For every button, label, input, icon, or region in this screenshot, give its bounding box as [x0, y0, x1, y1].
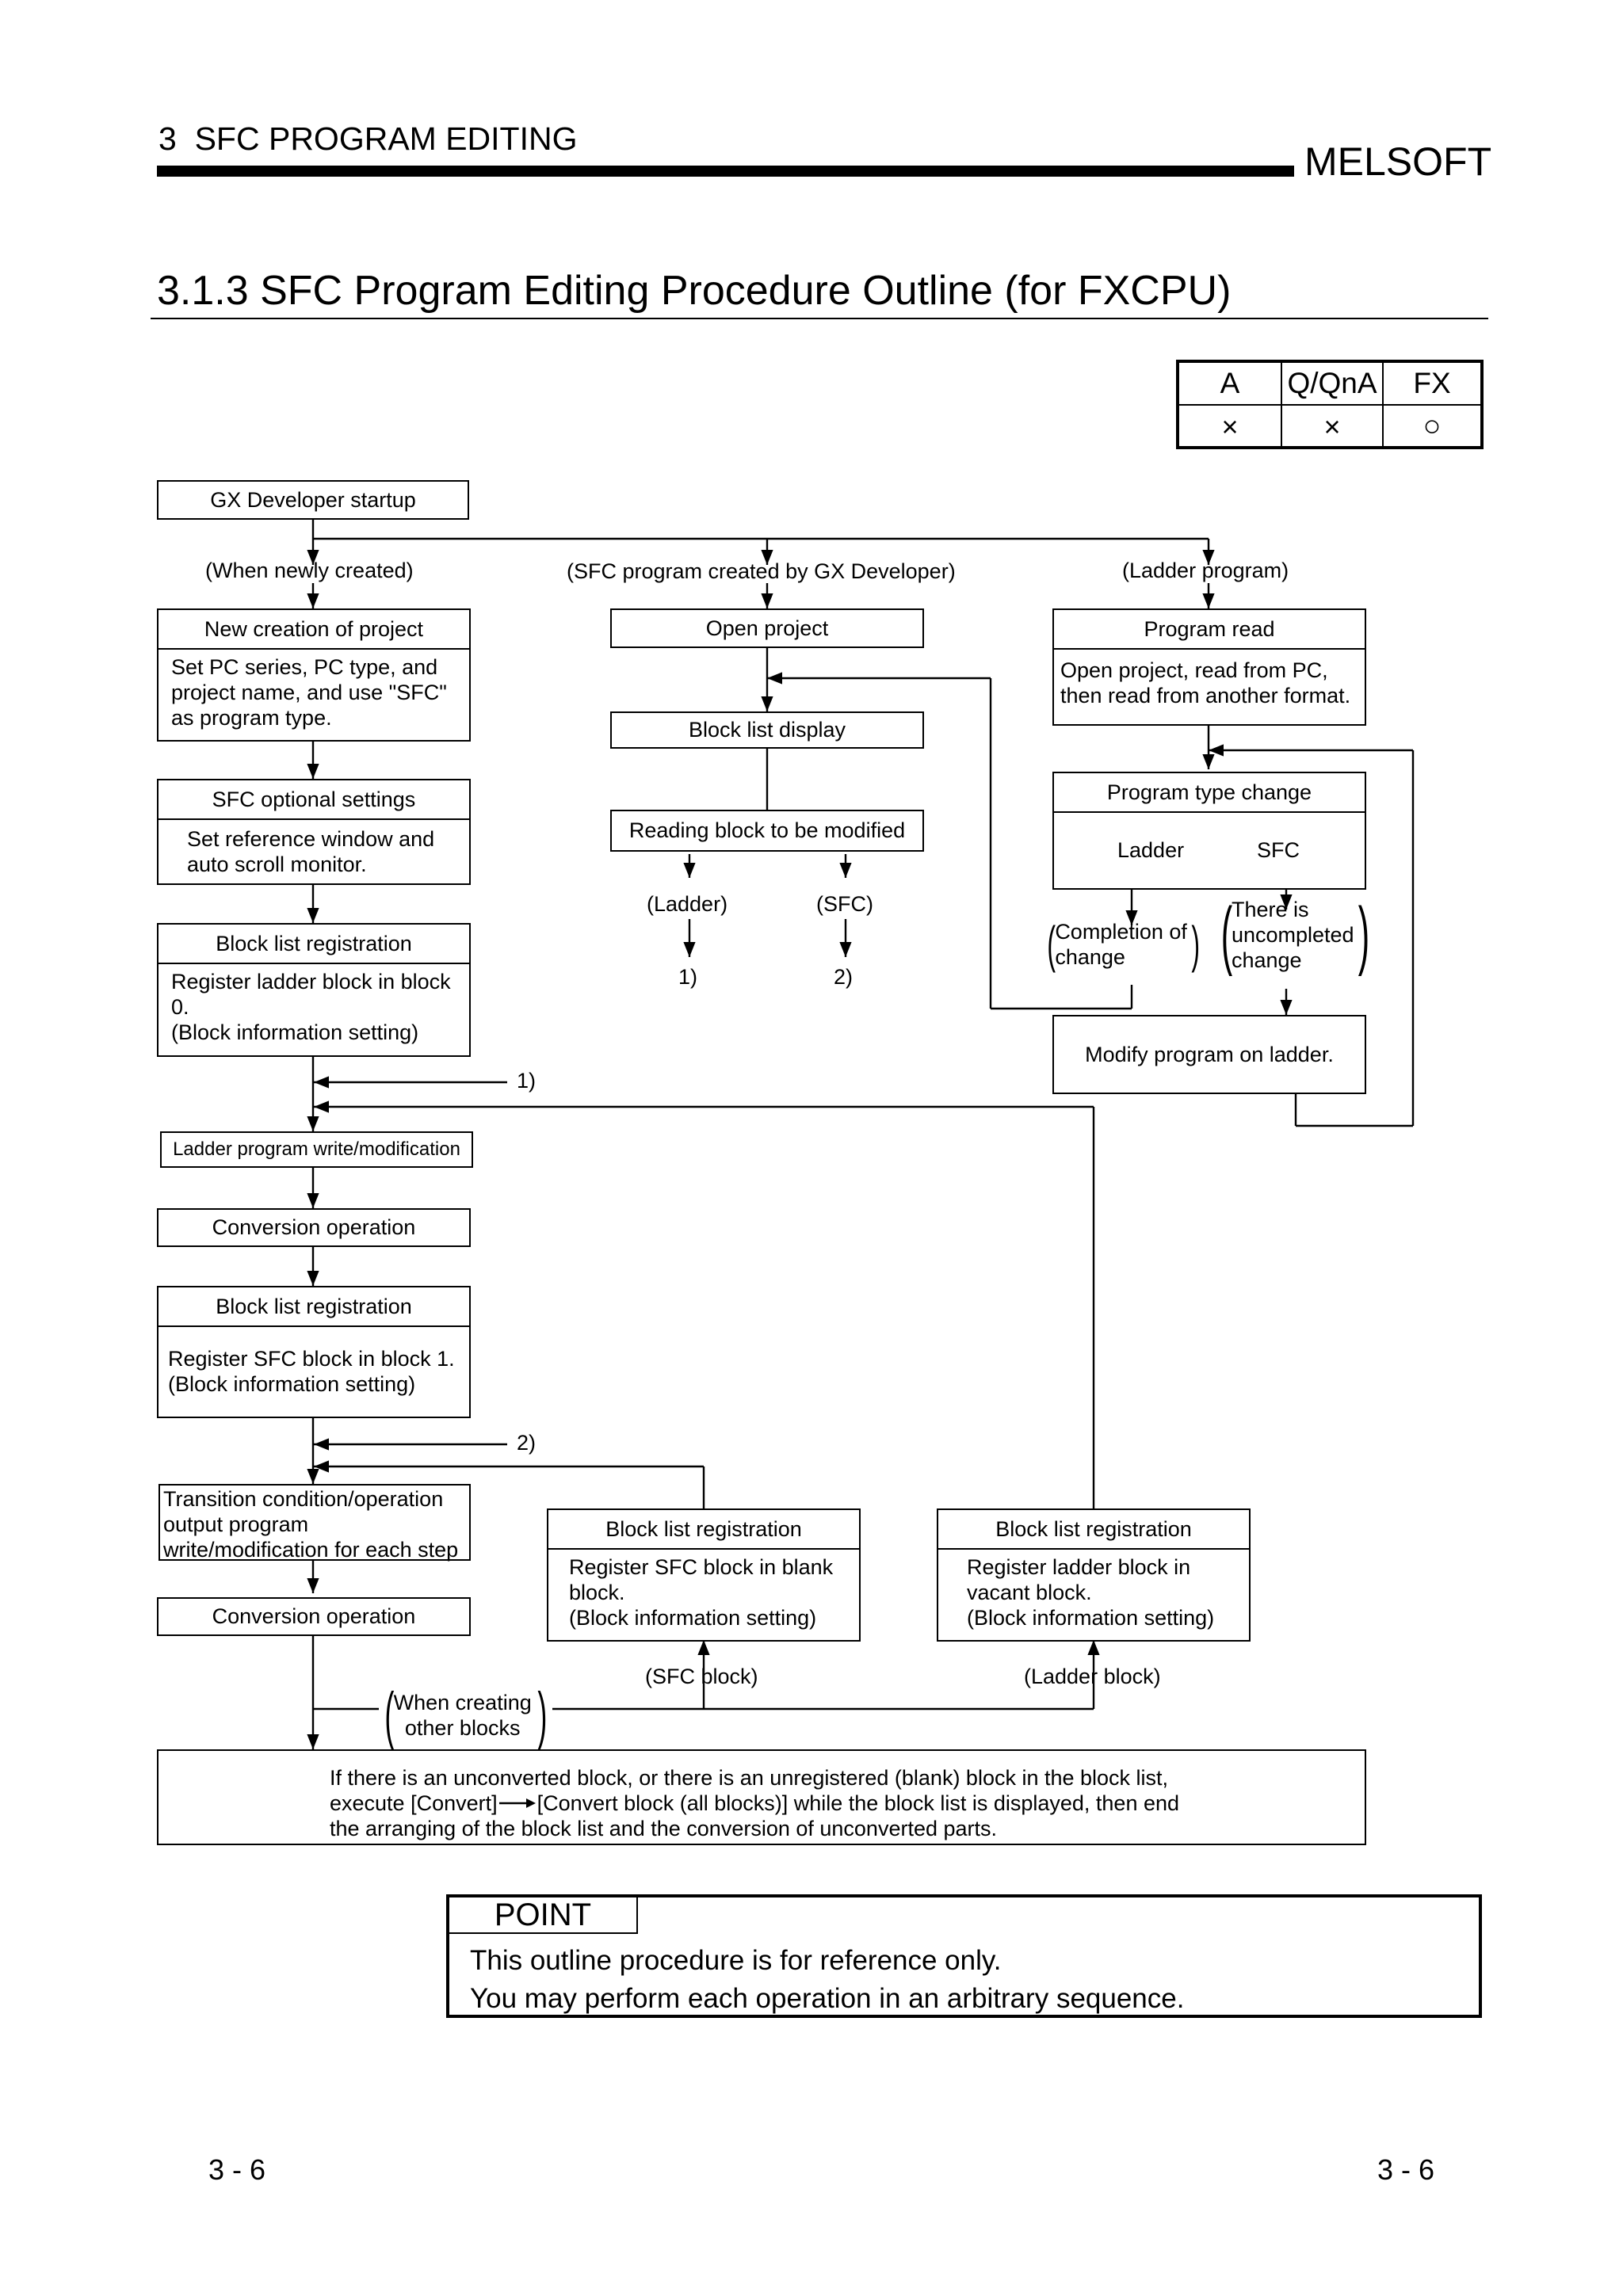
- compat-header-a: A: [1179, 363, 1282, 404]
- type-change-from: Ladder: [1117, 838, 1185, 862]
- branch-ladder-label: (Ladder program): [1122, 559, 1289, 582]
- modify-ladder-box: Modify program on ladder.: [1052, 1015, 1366, 1094]
- ref-2-label: 2): [517, 1431, 537, 1455]
- final-note-line2b: [Convert block (all blocks)] while the b…: [537, 1791, 1180, 1815]
- block-reg1-box: Block list registration Register ladder …: [157, 923, 471, 1057]
- block-reg-sfc-body: Register SFC block in blank block. (Bloc…: [569, 1555, 834, 1630]
- arrow-right-icon: [498, 1798, 536, 1808]
- header-rule: [157, 166, 1294, 177]
- compat-header-qnqa: Q/QnA: [1282, 363, 1384, 404]
- final-note-line3: the arranging of the block list and the …: [330, 1817, 998, 1840]
- mid-ref-1-label: 1): [678, 965, 698, 989]
- compat-value-fx: ○: [1423, 410, 1442, 443]
- point-line2: You may perform each operation in an arb…: [470, 1983, 1185, 2014]
- section-rule: [151, 318, 1488, 319]
- reading-block-box: Reading block to be modified: [610, 810, 924, 852]
- ladder-block-label: (Ladder block): [1024, 1665, 1161, 1688]
- mid-ref-2-label: 2): [834, 965, 854, 989]
- block-reg1-title: Block list registration: [158, 925, 469, 964]
- point-box: POINT This outline procedure is for refe…: [446, 1894, 1482, 2018]
- block-reg2-box: Block list registration Register SFC blo…: [157, 1286, 471, 1418]
- block-reg2-body: Register SFC block in block 1. (Block in…: [168, 1347, 455, 1396]
- branch-new-label: (When newly created): [205, 559, 414, 582]
- completion-label: ( Completion of change ): [1047, 916, 1200, 973]
- startup-box: GX Developer startup: [157, 480, 469, 520]
- open-project-box: Open project: [610, 608, 924, 648]
- block-reg-ladder-title: Block list registration: [938, 1510, 1249, 1550]
- compat-value-qnqa: ×: [1282, 406, 1384, 448]
- mid-sfc-label: (SFC): [816, 892, 873, 916]
- block-reg-ladder-body: Register ladder block in vacant block. (…: [967, 1555, 1215, 1630]
- point-line1: This outline procedure is for reference …: [470, 1945, 1002, 1976]
- program-read-box: Program read Open project, read from PC,…: [1052, 608, 1366, 726]
- page-number-right: 3 - 6: [1377, 2153, 1435, 2186]
- program-read-body: Open project, read from PC, then read fr…: [1060, 658, 1351, 707]
- conversion1-box: Conversion operation: [157, 1208, 471, 1247]
- mid-ladder-label: (Ladder): [647, 892, 728, 916]
- conversion2-box: Conversion operation: [157, 1597, 471, 1636]
- sfc-options-title: SFC optional settings: [158, 780, 469, 820]
- new-project-title: New creation of project: [158, 610, 469, 650]
- block-reg-ladder-box: Block list registration Register ladder …: [937, 1508, 1251, 1642]
- block-list-display-box: Block list display: [610, 711, 924, 749]
- sfc-block-label: (SFC block): [645, 1665, 758, 1688]
- compat-value-a: ×: [1179, 406, 1282, 448]
- new-project-box: New creation of project Set PC series, P…: [157, 608, 471, 742]
- final-note-line2a: execute [Convert]: [330, 1791, 498, 1815]
- block-reg-sfc-title: Block list registration: [548, 1510, 859, 1550]
- type-change-box: Program type change Ladder SFC: [1052, 772, 1366, 890]
- ladder-write-box: Ladder program write/modification: [160, 1131, 473, 1168]
- type-change-title: Program type change: [1054, 773, 1365, 813]
- transition-body: Transition condition/operation output pr…: [163, 1487, 459, 1562]
- sfc-options-box: SFC optional settings Set reference wind…: [157, 779, 471, 885]
- point-label: POINT: [449, 1897, 638, 1934]
- section-title: 3.1.3 SFC Program Editing Procedure Outl…: [157, 268, 1232, 314]
- sfc-options-body: Set reference window and auto scroll mon…: [187, 827, 435, 876]
- when-creating-label: ( When creating other blocks ): [379, 1684, 553, 1747]
- block-reg2-title: Block list registration: [158, 1287, 469, 1327]
- transition-box: Transition condition/operation output pr…: [158, 1484, 471, 1562]
- compat-table: A Q/QnA FX × × ○: [1176, 360, 1484, 449]
- chapter-heading: 3 SFC PROGRAM EDITING: [158, 120, 578, 157]
- compat-header-fx: FX: [1413, 367, 1451, 399]
- final-note-line1: If there is an unconverted block, or the…: [330, 1766, 1169, 1790]
- uncompleted-label: ( There is uncompleted change ): [1220, 892, 1369, 977]
- branch-sfc-label: (SFC program created by GX Developer): [567, 559, 956, 583]
- page-number-left: 3 - 6: [208, 2153, 266, 2186]
- block-reg1-body: Register ladder block in block 0. (Block…: [171, 970, 451, 1044]
- new-project-body: Set PC series, PC type, and project name…: [171, 655, 447, 730]
- final-note-box: If there is an unconverted block, or the…: [157, 1749, 1366, 1845]
- block-reg-sfc-box: Block list registration Register SFC blo…: [547, 1508, 861, 1642]
- type-change-to: SFC: [1257, 838, 1300, 862]
- ref-1-label: 1): [517, 1069, 537, 1093]
- program-read-title: Program read: [1054, 610, 1365, 650]
- brand-logo: MELSOFT: [1304, 139, 1492, 184]
